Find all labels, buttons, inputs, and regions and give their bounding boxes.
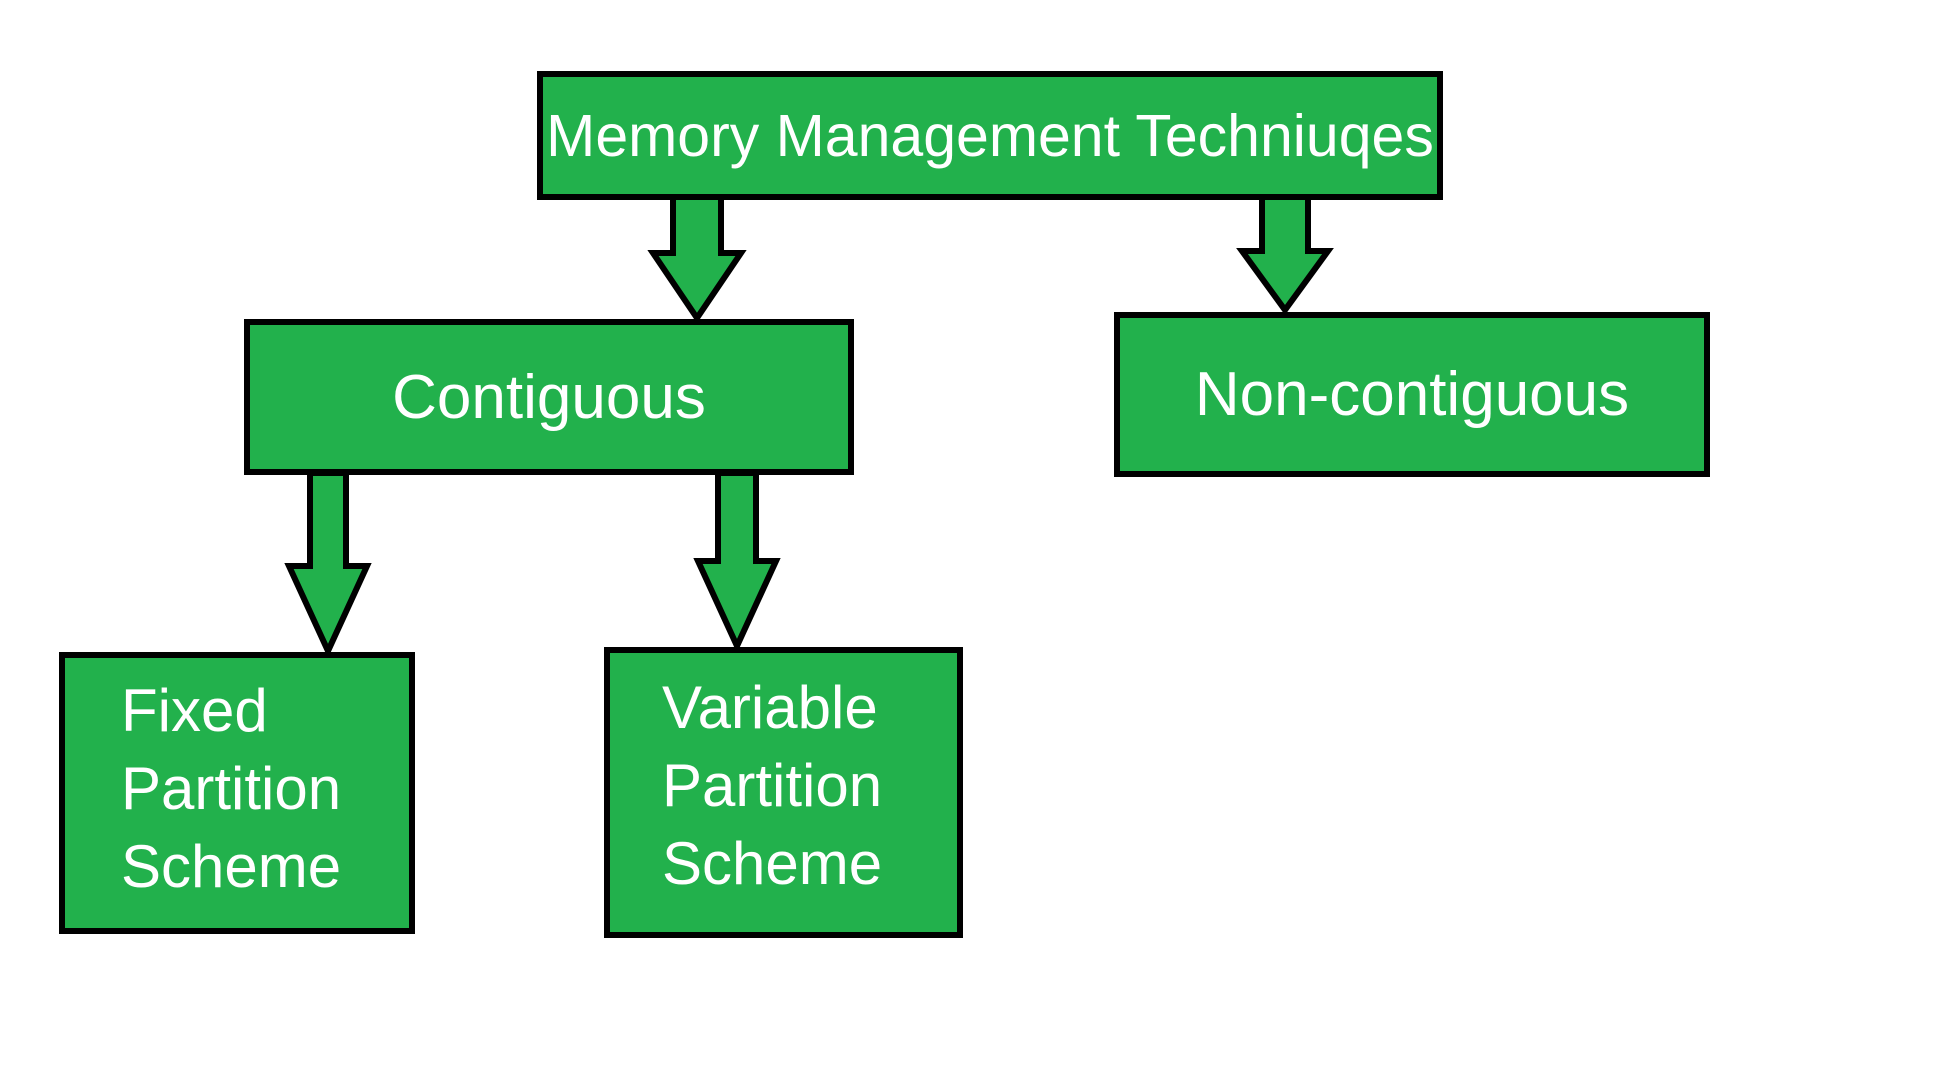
- node-label-line: Partition: [662, 752, 883, 819]
- node-label-line: Scheme: [662, 830, 883, 897]
- node-label-line: Variable: [662, 674, 878, 741]
- node-contiguous: Contiguous: [244, 319, 854, 475]
- node-fixed-partition-scheme: Fixed Partition Scheme: [59, 652, 415, 934]
- node-variable-partition-scheme: Variable Partition Scheme: [604, 647, 963, 938]
- down-arrow-icon: [1236, 193, 1334, 316]
- node-label: Memory Management Techniuqes: [546, 102, 1434, 169]
- node-non-contiguous: Non-contiguous: [1114, 312, 1710, 477]
- node-label: Contiguous: [392, 362, 706, 432]
- down-arrow-icon: [284, 470, 372, 659]
- node-label-line: Scheme: [121, 833, 342, 900]
- down-arrow-icon: [693, 470, 781, 654]
- down-arrow-icon: [647, 193, 747, 324]
- node-label: Non-contiguous: [1194, 360, 1630, 429]
- node-label-line: Fixed: [121, 677, 268, 744]
- node-label-line: Partition: [121, 755, 342, 822]
- node-memory-management-techniques: Memory Management Techniuqes: [537, 71, 1443, 200]
